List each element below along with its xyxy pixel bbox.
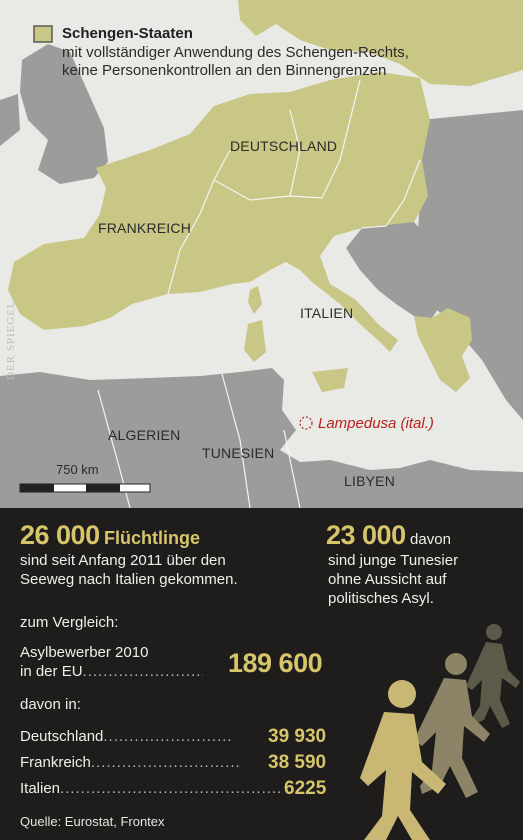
legend-line-2: keine Personenkontrollen an den Binnengr…: [62, 62, 386, 79]
country-name: Frankreich: [20, 754, 91, 771]
island-sicily: [312, 368, 348, 392]
label-tunesien: TUNESIEN: [202, 445, 274, 461]
asylum-total: 189 600: [228, 648, 323, 678]
table-row: Italien.................................…: [20, 780, 280, 798]
running-people-illustration: [360, 624, 520, 840]
island-sardinia: [244, 320, 266, 362]
land-schengen-mainland: [8, 72, 430, 352]
land-balkans: [346, 222, 446, 318]
refugees-line-2: Seeweg nach Italien gekommen.: [20, 571, 238, 588]
asylum-line-2-row: in der EU...............................…: [20, 663, 203, 681]
land-greece: [414, 308, 472, 392]
runner-middle-icon: [414, 653, 490, 798]
legend-swatch: [33, 25, 53, 43]
label-deutschland: DEUTSCHLAND: [230, 138, 337, 154]
land-uk: [20, 44, 108, 184]
label-frankreich: FRANKREICH: [98, 220, 191, 236]
table-row: Deutschland.............................…: [20, 728, 233, 746]
country-name: Italien: [20, 780, 61, 797]
dot-leader: ........................................…: [90, 754, 241, 771]
refugees-number: 26 000: [20, 520, 100, 550]
table-row: Frankreich..............................…: [20, 754, 241, 772]
lampedusa-marker-icon: [299, 416, 313, 430]
land-eastern-europe: [414, 110, 523, 420]
refugees-line-1: sind seit Anfang 2011 über den: [20, 552, 226, 569]
refugees-headline: 26 000 Flüchtlinge: [20, 520, 200, 551]
legend-line-1: mit vollständiger Anwendung des Schengen…: [62, 44, 409, 61]
dot-leader: ........................................…: [103, 728, 233, 745]
land-scandinavia: [238, 0, 523, 86]
island-corsica: [248, 286, 262, 314]
label-algerien: ALGERIEN: [108, 427, 180, 443]
runner-front-icon: [360, 680, 446, 840]
watermark-der-spiegel: DER SPIEGEL: [5, 300, 17, 380]
tunisians-line-3: politisches Asyl.: [328, 590, 434, 607]
dot-leader: ........................................…: [60, 780, 280, 797]
asylum-line-1: Asylbewerber 2010: [20, 644, 149, 661]
refugees-word: Flüchtlinge: [104, 528, 201, 548]
tunisians-line-1: sind junge Tunesier: [328, 552, 459, 569]
legend-title: Schengen-Staaten: [62, 25, 193, 42]
label-libyen: LIBYEN: [344, 473, 395, 489]
compare-label: zum Vergleich:: [20, 614, 119, 631]
label-lampedusa: Lampedusa (ital.): [318, 415, 434, 432]
country-name: Deutschland: [20, 728, 104, 745]
country-value: 6225: [284, 778, 327, 799]
label-italien: ITALIEN: [300, 305, 353, 321]
runner-back-icon: [466, 624, 520, 728]
tunisians-headline: 23 000 davon: [326, 520, 451, 551]
country-borders: [97, 79, 421, 508]
map-europe-mediterranean: Schengen-Staaten mit vollständiger Anwen…: [0, 0, 523, 508]
of-which-label: davon in:: [20, 696, 81, 713]
tunisians-line-2: ohne Aussicht auf: [328, 571, 447, 588]
dot-leader: ....................................: [82, 663, 203, 680]
scale-label: 750 km: [56, 462, 99, 477]
statistics-panel: 26 000 Flüchtlinge sind seit Anfang 2011…: [0, 508, 523, 840]
tunisians-number: 23 000: [326, 520, 406, 550]
scale-bar: [19, 483, 151, 493]
country-value: 39 930: [268, 726, 327, 747]
land-ireland: [0, 94, 20, 146]
tunisians-word: davon: [410, 531, 451, 548]
asylum-line-2: in der EU: [20, 663, 83, 680]
country-value: 38 590: [268, 752, 327, 773]
source-note: Quelle: Eurostat, Frontex: [20, 814, 165, 829]
land-north-africa: [0, 368, 523, 508]
